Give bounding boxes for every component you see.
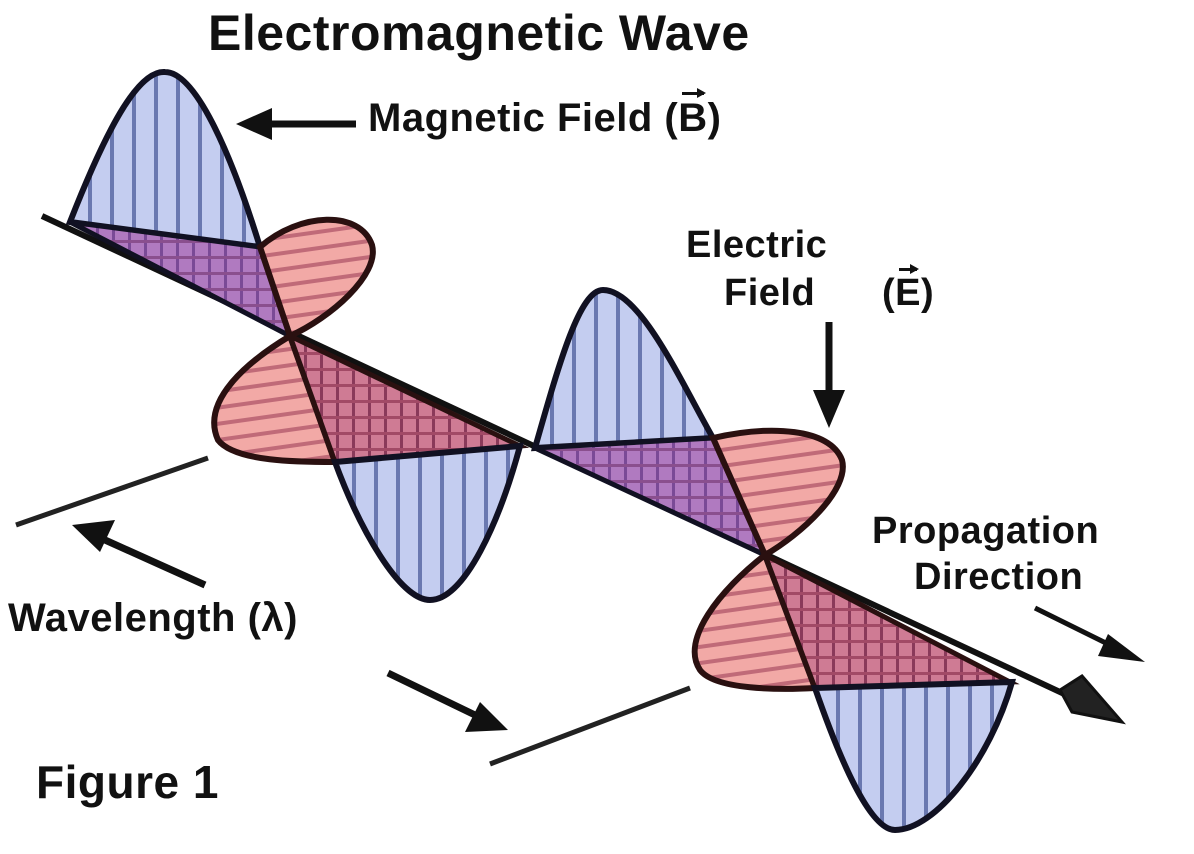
magnetic-field-text: Magnetic Field ( — [368, 96, 679, 140]
electric-lobe-4 — [691, 550, 820, 692]
magnetic-lobe-1 — [65, 69, 265, 251]
electric-field-label-line1: Electric — [686, 224, 828, 266]
magnetic-vector-symbol: B — [678, 88, 708, 140]
figure-caption: Figure 1 — [36, 756, 219, 808]
diagram-title: Electromagnetic Wave — [208, 5, 750, 61]
wavelength-marker-right — [489, 685, 691, 767]
magnetic-field-label: Magnetic Field (B) — [368, 88, 722, 141]
electric-lobe-1 — [256, 216, 376, 341]
wavelength-arrow-right-icon — [386, 669, 508, 732]
propagation-arrowhead-icon — [1058, 674, 1127, 725]
electric-open-paren: ( — [882, 272, 896, 314]
magnetic-close-paren: ) — [707, 96, 722, 140]
magnetic-lobe-4 — [810, 678, 1016, 834]
electric-lobe-2 — [211, 331, 340, 466]
wavelength-marker-left — [15, 455, 209, 528]
electric-field-label-line2: Field — [724, 272, 816, 314]
magnetic-lobe-2 — [330, 442, 525, 604]
propagation-label-line2: Direction — [914, 556, 1084, 598]
wavelength-label: Wavelength (λ) — [8, 596, 298, 640]
magnetic-field-arrow-icon — [236, 108, 356, 140]
electric-vector-symbol: E — [895, 264, 922, 314]
wavelength-arrow-left-icon — [72, 520, 207, 589]
propagation-direction-arrow-icon — [1033, 605, 1145, 662]
electric-vector-label: (E) — [882, 264, 935, 315]
electric-lobe-3 — [708, 427, 846, 560]
propagation-label-line1: Propagation — [872, 510, 1100, 552]
electric-field-arrow-icon — [813, 322, 845, 428]
magnetic-lobe-3 — [530, 286, 719, 452]
electric-close-paren: ) — [921, 272, 935, 314]
